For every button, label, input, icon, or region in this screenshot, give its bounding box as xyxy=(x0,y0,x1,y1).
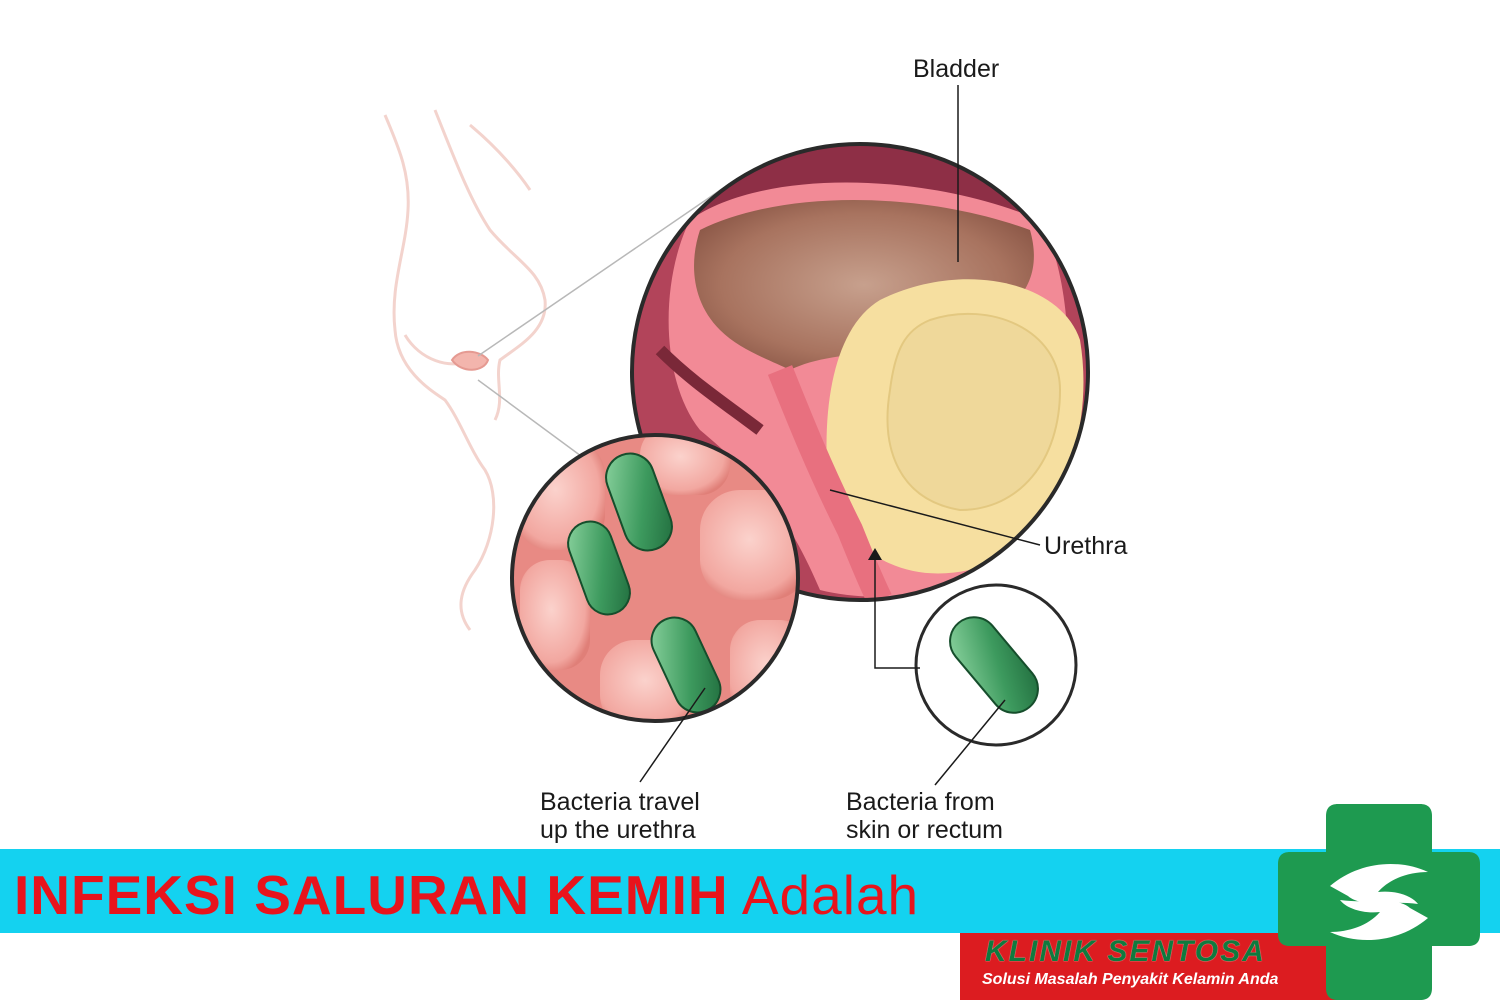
clinic-tagline: Solusi Masalah Penyakit Kelamin Anda xyxy=(982,971,1279,988)
headline-regular: Adalah xyxy=(741,864,920,926)
bacteria-source-line-2: skin or rectum xyxy=(846,816,1003,844)
single-bacterium xyxy=(949,616,1039,714)
green-cross-hands-icon xyxy=(1278,804,1480,1000)
urethra-label: Urethra xyxy=(1044,532,1128,560)
headline-banner xyxy=(0,849,1500,933)
clinic-name: KLINIK SENTOSA xyxy=(985,935,1266,968)
bacteria-travel-label: Bacteria travel up the urethra xyxy=(540,788,700,844)
cell-circle-border xyxy=(510,433,800,723)
urethra-cell-closeup xyxy=(512,435,798,721)
bacteria-source-label: Bacteria from skin or rectum xyxy=(846,788,1003,844)
bacteria-source-line-1: Bacteria from xyxy=(846,788,995,816)
callout-lines xyxy=(639,85,1041,786)
body-silhouette xyxy=(383,109,547,631)
pelvis-organ-mini xyxy=(450,350,490,371)
bladder-circle-border xyxy=(630,142,1090,602)
clinic-banner xyxy=(960,933,1340,1000)
headline-bold: INFEKSI SALURAN KEMIH xyxy=(14,864,729,926)
bacteria-travel-line-1: Bacteria travel xyxy=(540,788,700,816)
arrow-head-icon xyxy=(868,548,882,560)
headline: INFEKSI SALURAN KEMIH Adalah xyxy=(14,862,919,928)
bladder-label: Bladder xyxy=(913,55,1000,83)
bacteria-travel-line-2: up the urethra xyxy=(540,816,696,844)
